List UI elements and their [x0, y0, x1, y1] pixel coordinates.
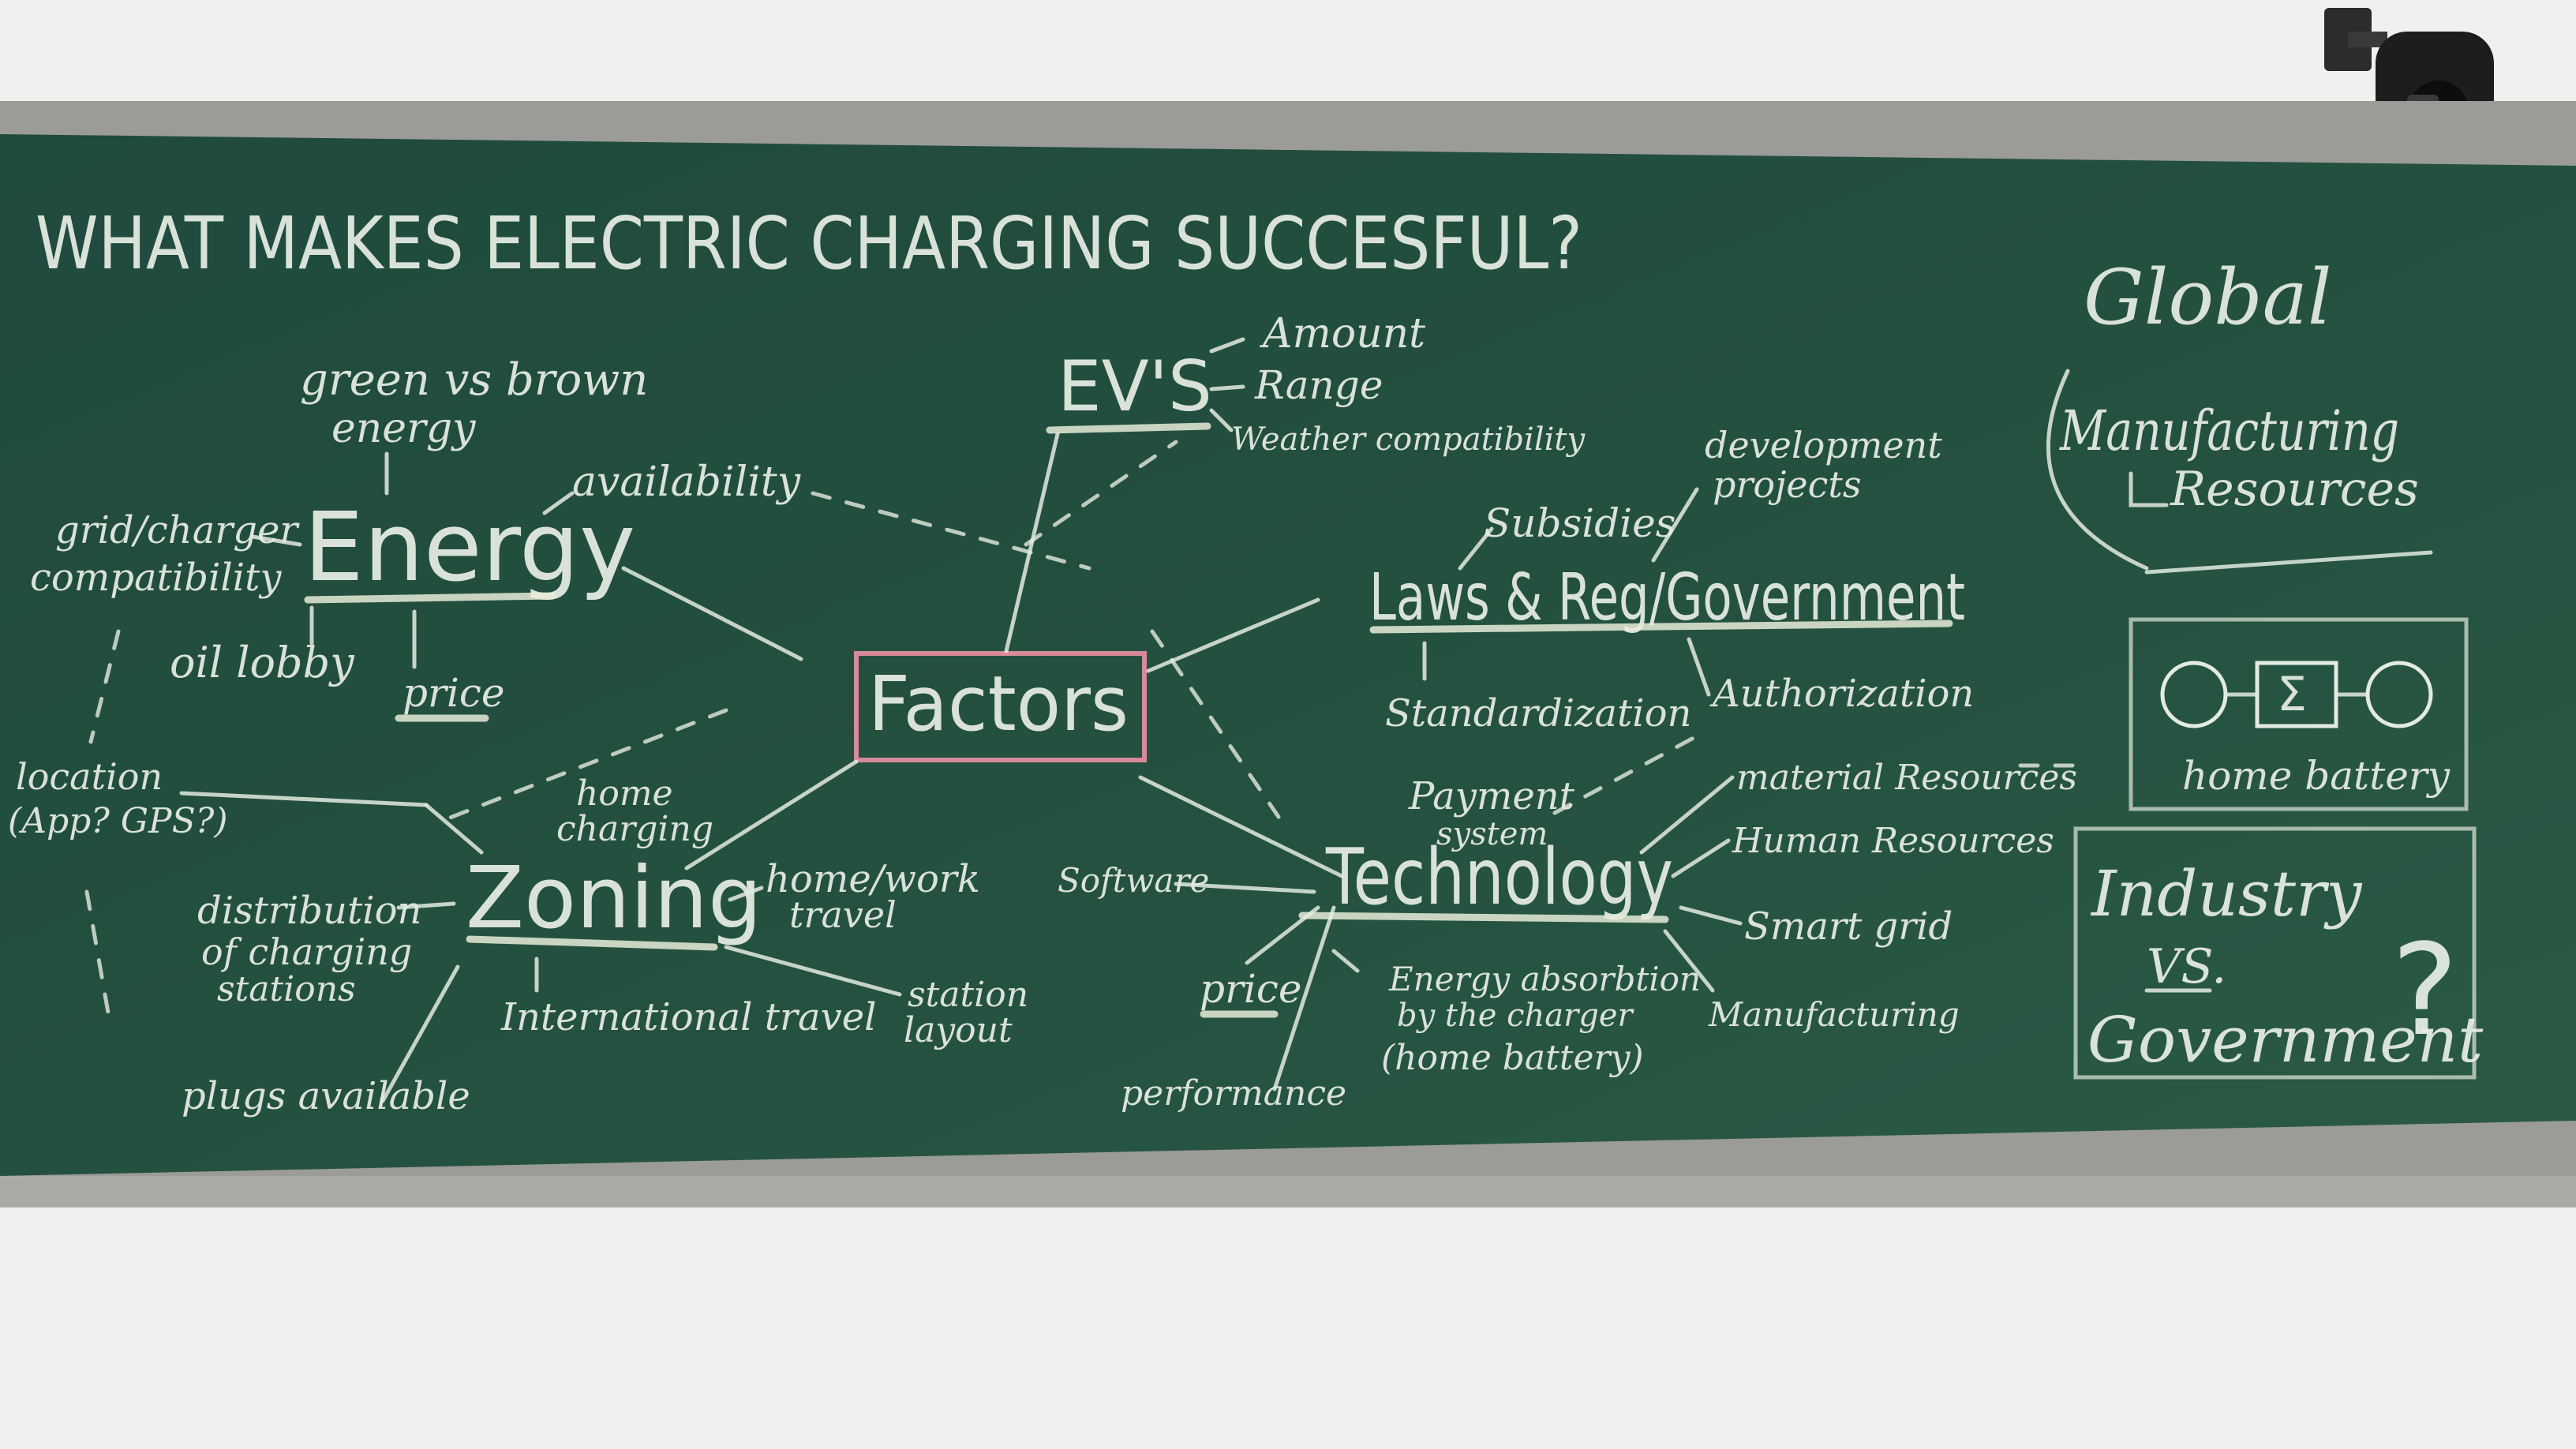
energy-oil-lobby: oil lobby: [170, 638, 355, 687]
zoning-label: Zoning: [466, 849, 762, 948]
battery-symbol: Σ: [2277, 667, 2307, 722]
zoning-location-2: (App? GPS?): [8, 801, 228, 841]
tech-home-battery: (home battery): [1381, 1038, 1644, 1078]
connector-zoning: [684, 759, 859, 871]
zoning-underline: [466, 935, 718, 951]
global-resources: Resources: [2170, 462, 2419, 517]
laws-projects: projects: [1713, 463, 1861, 506]
laws-standardization: Standardization: [1385, 691, 1691, 736]
factors-box: [854, 651, 1147, 762]
tech-price: price: [1200, 966, 1302, 1012]
evs-underline: [1046, 422, 1211, 434]
tech-energy-absorption: Energy absorbtion: [1388, 960, 1701, 998]
tech-manufacturing: Manufacturing: [1708, 995, 1960, 1034]
chalk-tray: [0, 1176, 2576, 1208]
board-title: WHAT MAKES ELECTRIC CHARGING SUCCESFUL?: [36, 201, 1582, 286]
technology-underline: [1298, 912, 1669, 923]
evs-item-range: Range: [1254, 362, 1383, 408]
energy-price: price: [402, 670, 505, 716]
energy-label: Energy: [304, 493, 635, 603]
home-battery-box: [2129, 617, 2469, 811]
laws-underline: [1369, 620, 1953, 634]
zoning-location: location: [16, 755, 163, 798]
zoning-charging: charging: [556, 809, 713, 849]
evs-item-amount: Amount: [1260, 310, 1425, 358]
zoning-plugs: plugs available: [182, 1074, 470, 1118]
tech-smart-grid: Smart grid: [1744, 904, 1953, 949]
vs-label: VS.: [2147, 939, 2226, 994]
question-mark: ?: [2391, 916, 2458, 1064]
energy-grid: grid/charger: [55, 508, 300, 552]
tech-software: Software: [1058, 861, 1209, 900]
energy-green-brown: green vs brown: [300, 354, 648, 406]
zoning-layout: layout: [904, 1010, 1013, 1050]
global-manufacturing: Manufacturing: [2058, 399, 2399, 463]
tech-system: system: [1436, 816, 1548, 852]
global-arc: [2046, 369, 2149, 571]
energy-availability: availability: [572, 459, 801, 506]
zoning-stations: stations: [217, 969, 356, 1009]
tech-human-resources: Human Resources: [1732, 821, 2054, 861]
chalkboard: [0, 134, 2576, 1176]
connector-technology: [1138, 775, 1344, 878]
energy-grid-2: compatibility: [30, 556, 282, 600]
energy-underline: [304, 592, 556, 604]
tech-by-the-charger: by the charger: [1397, 998, 1635, 1034]
laws-authorization: Authorization: [1709, 672, 1974, 716]
industry-label: Industry: [2090, 857, 2363, 930]
battery-circle-right-icon: [2365, 661, 2433, 728]
zoning-station: station: [908, 975, 1028, 1015]
zoning-international: International travel: [500, 995, 876, 1039]
tech-payment: Payment: [1408, 774, 1575, 818]
zoning-home: home: [576, 773, 673, 814]
global-label: Global: [2084, 253, 2332, 342]
zoning-distribution: distribution: [197, 889, 421, 933]
industry-gov-box: [2073, 826, 2477, 1080]
zoning-of-charging: of charging: [201, 930, 412, 973]
government-label: Government: [2087, 1003, 2484, 1076]
laws-development: development: [1705, 424, 1942, 466]
zoning-home-work: home/work: [766, 857, 980, 901]
laws-subsidies: Subsidies: [1484, 500, 1676, 546]
connector-energy: [621, 566, 803, 661]
evs-label: EV'S: [1058, 346, 1212, 427]
energy-green-brown-2: energy: [331, 405, 476, 452]
home-battery-label: home battery: [2182, 753, 2451, 799]
tech-performance: performance: [1121, 1073, 1346, 1114]
connector-laws: [1146, 597, 1320, 673]
factors-label: Factors: [868, 660, 1129, 748]
zoning-travel: travel: [789, 893, 897, 936]
technology-label: Technology: [1325, 833, 1673, 923]
evs-item-weather: Weather compatibility: [1231, 421, 1586, 458]
